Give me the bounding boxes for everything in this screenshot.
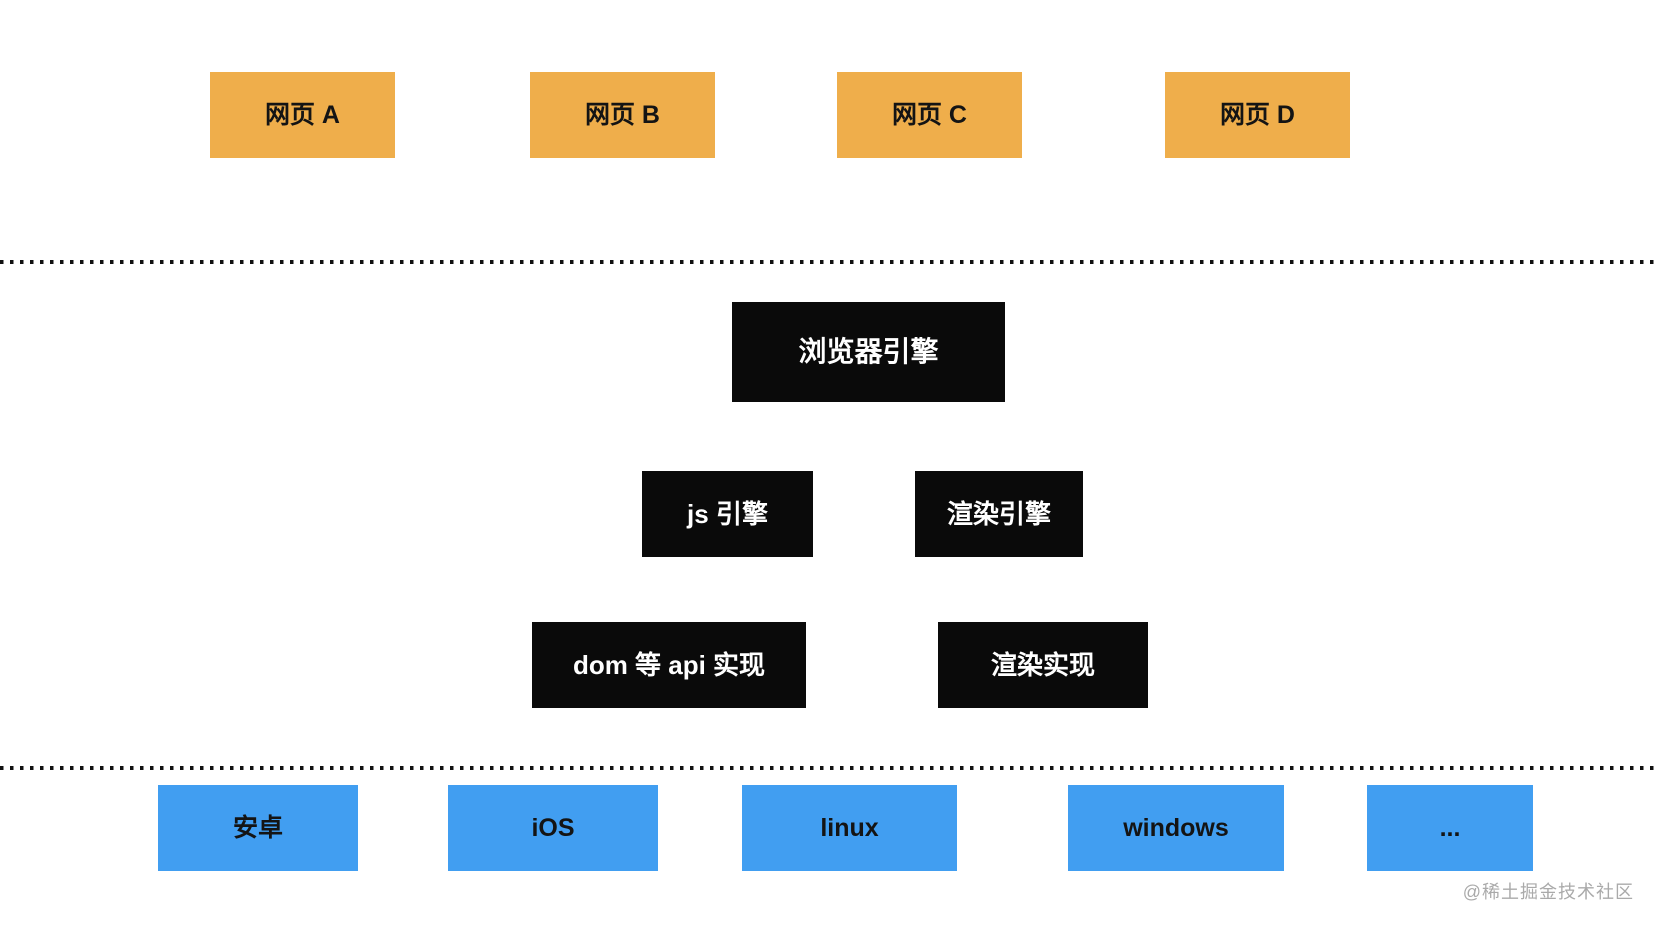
platform-more-box: ...	[1367, 785, 1533, 871]
webpage-a-box: 网页 A	[210, 72, 395, 158]
webpage-d-box: 网页 D	[1165, 72, 1350, 158]
dotted-separator-top	[0, 260, 1656, 264]
platform-android-box: 安卓	[158, 785, 358, 871]
watermark: @稀土掘金技术社区	[1462, 882, 1634, 902]
browser-engine-box: 浏览器引擎	[732, 302, 1005, 402]
platform-windows-box: windows	[1068, 785, 1284, 871]
render-engine-box: 渲染引擎	[915, 471, 1083, 557]
webpage-b-box: 网页 B	[530, 72, 715, 158]
render-implementation-box: 渲染实现	[938, 622, 1148, 708]
js-engine-box: js 引擎	[642, 471, 813, 557]
platform-ios-box: iOS	[448, 785, 658, 871]
dom-api-implementation-box: dom 等 api 实现	[532, 622, 806, 708]
dotted-separator-bottom	[0, 766, 1656, 770]
webpage-c-box: 网页 C	[837, 72, 1022, 158]
platform-linux-box: linux	[742, 785, 957, 871]
